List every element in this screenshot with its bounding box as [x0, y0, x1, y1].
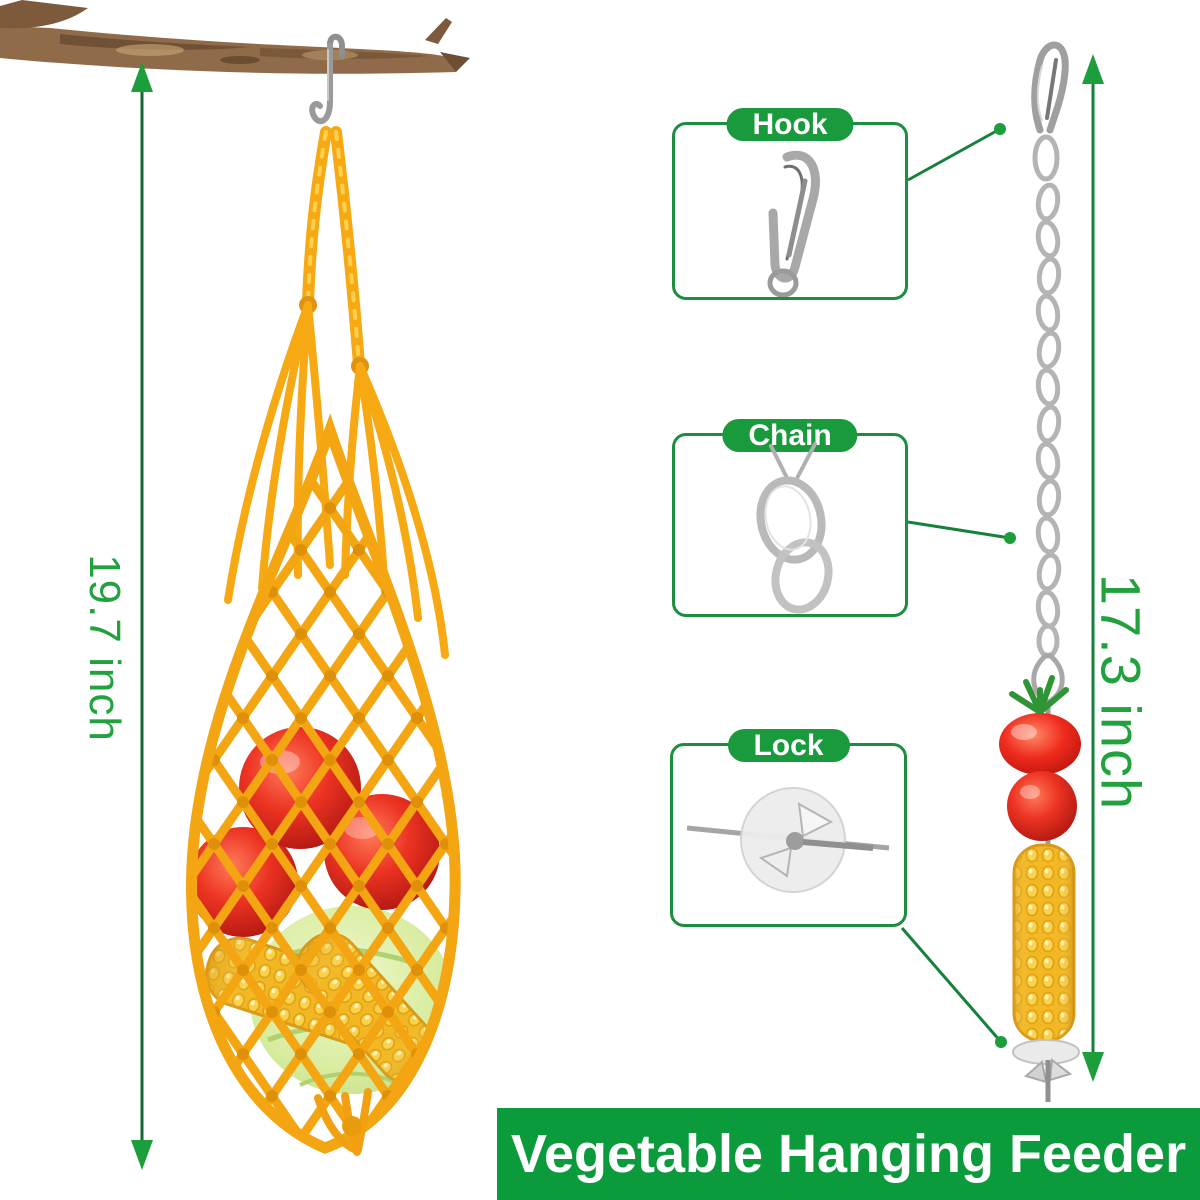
tomato-image: [1007, 771, 1077, 841]
title-banner: Vegetable Hanging Feeder: [497, 1108, 1200, 1200]
snap-hook-icon: [767, 150, 820, 297]
banner-title: Vegetable Hanging Feeder: [510, 1124, 1187, 1184]
corn-cob-image: [1012, 843, 1076, 1043]
tree-branch-image: [0, 0, 470, 74]
lock-disc-icon: [686, 787, 890, 893]
chain-links-icon: [756, 442, 833, 614]
callout-lock: Lock: [670, 729, 907, 927]
s-hook-image: [309, 33, 345, 125]
callout-hook: Hook: [672, 108, 908, 300]
chain-label: Chain: [722, 419, 858, 452]
right-height-label: 17.3 inch: [1089, 573, 1153, 811]
left-measure-arrow: [131, 62, 153, 1170]
callout-connectors: [900, 123, 1016, 1048]
lock-label: Lock: [727, 729, 850, 762]
net-bag-feeder-image: [186, 126, 461, 1156]
hook-label: Hook: [726, 108, 854, 141]
chain-skewer-feeder-image: [999, 41, 1081, 1102]
callout-chain: Chain: [672, 419, 908, 617]
right-measure-arrow: [1082, 54, 1104, 1082]
left-height-label: 19.7 inch: [80, 554, 129, 742]
tomato-image: [999, 713, 1081, 775]
